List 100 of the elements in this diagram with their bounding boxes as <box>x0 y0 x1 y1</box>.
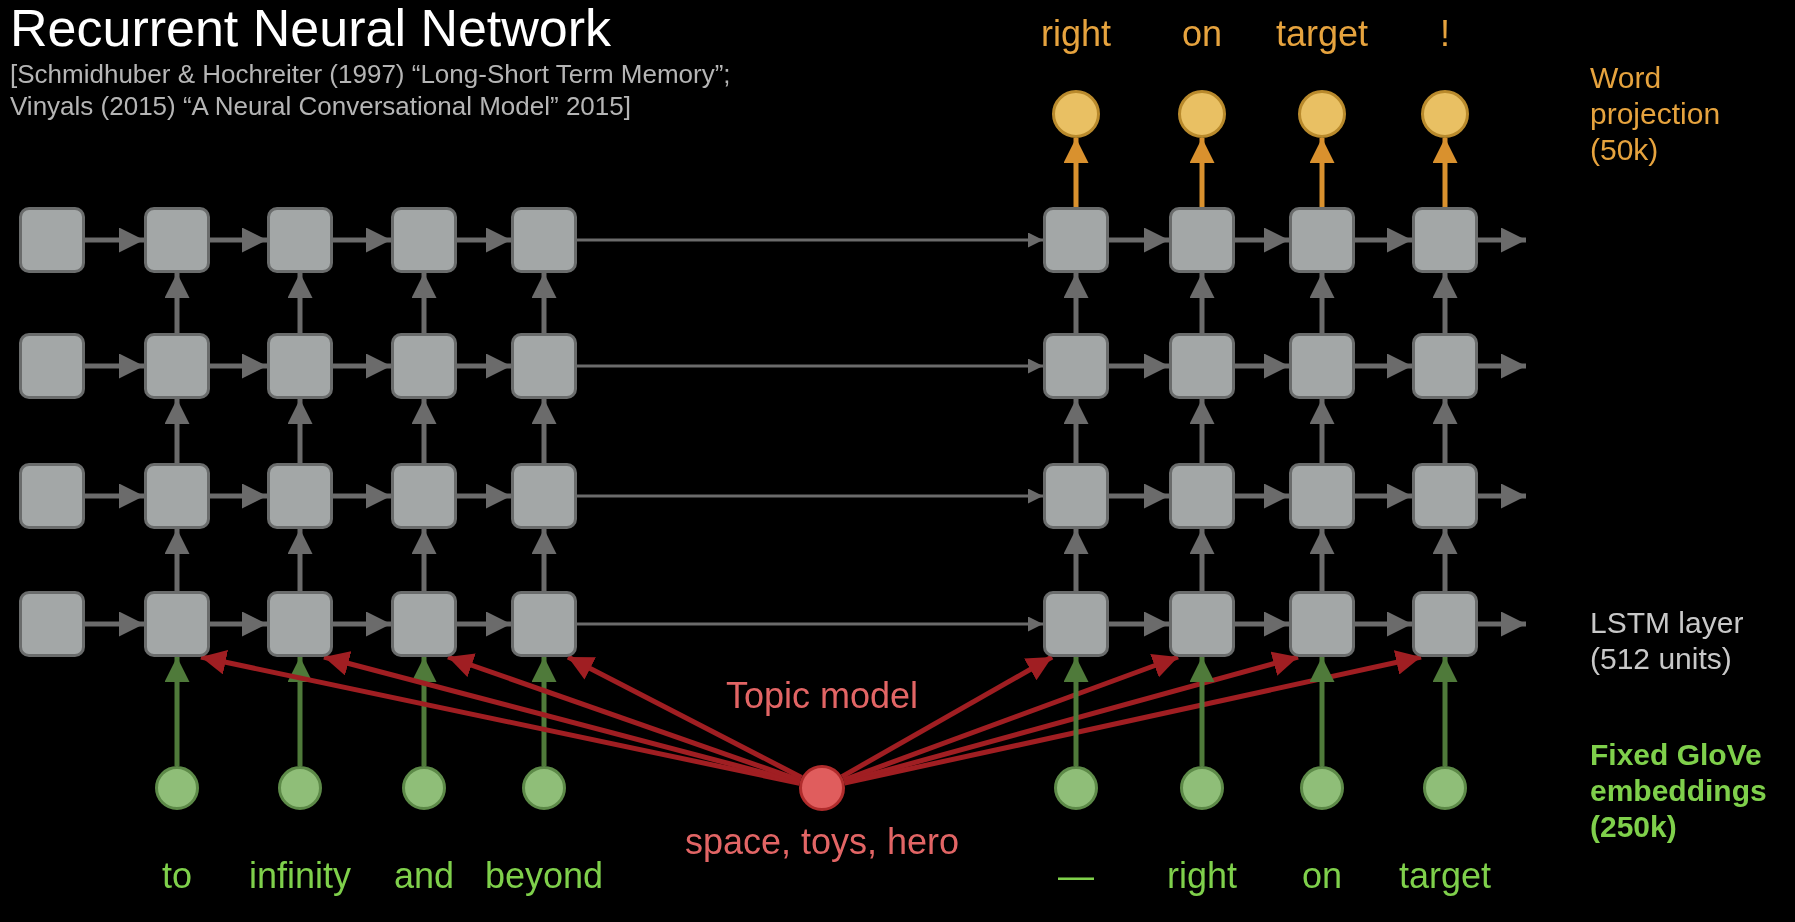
arrow <box>1309 529 1335 591</box>
arrow <box>457 611 511 637</box>
arrow <box>210 611 267 637</box>
word-label: — <box>1058 856 1094 896</box>
lstm-cell-box <box>19 333 85 399</box>
lstm-cell-box <box>267 463 333 529</box>
word-label: infinity <box>249 856 351 896</box>
lstm-cell-box <box>144 591 210 657</box>
arrow <box>411 529 437 591</box>
arrow <box>210 353 267 379</box>
arrow <box>333 227 391 253</box>
arrow <box>577 232 1043 248</box>
arrow <box>1355 611 1412 637</box>
word-label: right <box>1167 856 1237 896</box>
arrow <box>85 227 144 253</box>
lstm-cell-box <box>1412 591 1478 657</box>
arrow <box>287 273 313 333</box>
lstm-cell-box <box>267 207 333 273</box>
arrow <box>457 227 511 253</box>
lstm-cell-box <box>1412 333 1478 399</box>
arrow <box>333 353 391 379</box>
lstm-cell-box <box>1169 591 1235 657</box>
arrow <box>164 657 190 766</box>
node-circle <box>1300 766 1344 810</box>
arrow <box>1309 657 1335 766</box>
arrow <box>1063 138 1089 207</box>
arrow <box>1432 399 1458 463</box>
lstm-cell-box <box>144 207 210 273</box>
arrow <box>1063 657 1089 766</box>
lstm-cell-box <box>144 463 210 529</box>
lstm-cell-box <box>391 463 457 529</box>
lstm-cell-box <box>511 463 577 529</box>
lstm-cell-box <box>391 207 457 273</box>
lstm-cell-box <box>1412 207 1478 273</box>
node-circle <box>1052 90 1100 138</box>
arrow <box>1189 273 1215 333</box>
lstm-cell-box <box>1043 591 1109 657</box>
arrow <box>577 358 1043 374</box>
word-label: Topic model <box>725 676 919 716</box>
word-label: to <box>162 856 192 896</box>
lstm-cell-box <box>391 591 457 657</box>
arrow <box>411 657 437 766</box>
lstm-cell-box <box>144 333 210 399</box>
lstm-cell-box <box>1043 463 1109 529</box>
arrow <box>1063 529 1089 591</box>
lstm-cell-box <box>19 207 85 273</box>
layer-label: LSTM layer (512 units) <box>1590 605 1745 677</box>
layer-label: Word projection (50k) <box>1590 60 1722 168</box>
word-label: on <box>1302 856 1342 896</box>
arrow <box>1109 611 1169 637</box>
node-circle <box>1423 766 1467 810</box>
arrow <box>1432 657 1458 766</box>
lstm-cell-box <box>1169 207 1235 273</box>
arrow <box>164 273 190 333</box>
layer-label: Fixed GloVe embeddings (250k) <box>1590 737 1768 845</box>
arrow <box>1189 657 1215 766</box>
node-circle <box>1178 90 1226 138</box>
lstm-cell-box <box>1169 463 1235 529</box>
lstm-cell-box <box>1169 333 1235 399</box>
arrow <box>164 529 190 591</box>
word-label: right <box>1041 14 1111 54</box>
arrow <box>1109 353 1169 379</box>
arrow <box>531 657 557 766</box>
node-circle <box>402 766 446 810</box>
lstm-cell-box <box>1412 463 1478 529</box>
arrow <box>531 273 557 333</box>
lstm-cell-box <box>267 591 333 657</box>
lstm-cell-box <box>267 333 333 399</box>
arrow <box>531 399 557 463</box>
arrow <box>1309 273 1335 333</box>
arrow <box>447 653 802 783</box>
arrow <box>85 483 144 509</box>
arrow <box>164 399 190 463</box>
lstm-cell-box <box>1043 333 1109 399</box>
lstm-cell-box <box>511 591 577 657</box>
node-circle <box>278 766 322 810</box>
arrow <box>1235 227 1289 253</box>
arrow <box>1355 353 1412 379</box>
node-circle <box>155 766 199 810</box>
arrow <box>1189 138 1215 207</box>
word-label: target <box>1275 14 1369 54</box>
word-label: ! <box>1440 14 1450 54</box>
lstm-cell-box <box>1043 207 1109 273</box>
arrow <box>843 650 1422 786</box>
arrow <box>411 399 437 463</box>
arrow <box>1478 483 1526 509</box>
arrow <box>1432 138 1458 207</box>
arrow <box>1063 273 1089 333</box>
lstm-cell-box <box>391 333 457 399</box>
lstm-cell-box <box>19 591 85 657</box>
arrow <box>577 488 1043 504</box>
arrow <box>1235 353 1289 379</box>
arrow <box>210 483 267 509</box>
arrow <box>210 227 267 253</box>
arrow <box>457 483 511 509</box>
arrow <box>1235 483 1289 509</box>
arrow <box>1432 273 1458 333</box>
lstm-cell-box <box>19 463 85 529</box>
arrow <box>1355 227 1412 253</box>
arrow <box>1189 529 1215 591</box>
